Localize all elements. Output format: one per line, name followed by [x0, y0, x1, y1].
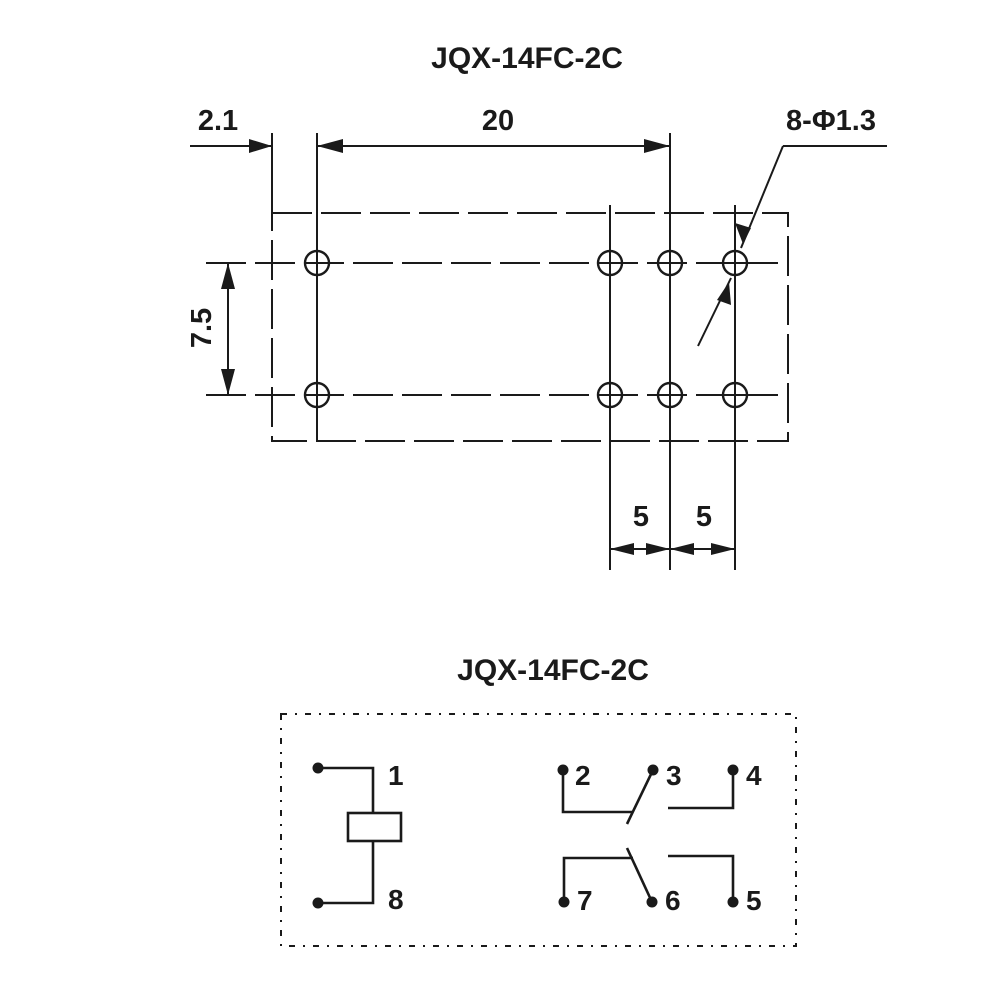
pin-label-2: 2: [575, 760, 591, 791]
crosshair: [305, 251, 329, 275]
contact-set-a: 2 3 4: [557, 760, 762, 825]
switch-arm-6: [625, 847, 654, 903]
coil-symbol: [346, 811, 403, 843]
hole-callout-arrow-bottom: [717, 282, 731, 305]
crosshair: [598, 251, 622, 275]
hole-callout-label: 8-Φ1.3: [786, 105, 876, 137]
coil-lead-top: [318, 766, 375, 813]
dim-arrow-height-bottom: [221, 369, 235, 395]
dim-arrow-offset: [249, 139, 272, 153]
pin-label-6: 6: [665, 885, 681, 916]
dim-arrow-pitch-a-left: [610, 543, 634, 555]
dim-pitch-a-label: 5: [633, 501, 649, 533]
crosshair: [598, 383, 622, 407]
crosshair: [723, 383, 747, 407]
dim-arrow-pitch-b-right: [711, 543, 735, 555]
pin-label-4: 4: [746, 760, 762, 791]
dim-arrow-height-top: [221, 263, 235, 289]
pin-holes: [303, 249, 749, 409]
dim-pitch-b-label: 5: [696, 501, 712, 533]
dim-arrow-pitch-a-right: [646, 543, 670, 555]
hole-callout-arrow-top: [735, 223, 751, 244]
no-contact-5: [668, 854, 735, 902]
crosshair: [658, 383, 682, 407]
dim-height-label: 7.5: [186, 308, 218, 348]
schematic-title: JQX-14FC-2C: [457, 654, 649, 687]
dim-offset-label: 2.1: [198, 105, 238, 137]
pin-label-1: 1: [388, 760, 404, 791]
nc-contact-2: [561, 770, 633, 814]
coil: 1 8: [312, 760, 404, 915]
relay-body-outline: [271, 212, 789, 442]
dim-arrow-width-right: [644, 139, 670, 153]
nc-contact-7: [562, 856, 633, 902]
pin-label-8: 8: [388, 884, 404, 915]
pin-label-7: 7: [577, 885, 593, 916]
crosshair: [723, 251, 747, 275]
footprint-view: JQX-14FC-2C 2.1 20 7.5 5 5: [186, 42, 887, 570]
schematic-view: JQX-14FC-2C 1 8 2 3 4: [280, 654, 797, 947]
dim-width-label: 20: [482, 105, 514, 137]
dim-arrow-width-left: [317, 139, 343, 153]
pin-hole-crosshairs: [305, 251, 747, 407]
contact-set-b: 7 6 5: [558, 847, 762, 916]
footprint-title: JQX-14FC-2C: [431, 42, 623, 75]
switch-arm-3: [625, 769, 655, 825]
coil-lead-bottom: [318, 841, 375, 905]
dim-arrow-pitch-b-left: [670, 543, 694, 555]
pin-label-3: 3: [666, 760, 682, 791]
schematic-border: [280, 713, 797, 947]
no-contact-4: [668, 770, 735, 810]
pin-label-5: 5: [746, 885, 762, 916]
crosshair: [658, 251, 682, 275]
crosshair: [305, 383, 329, 407]
